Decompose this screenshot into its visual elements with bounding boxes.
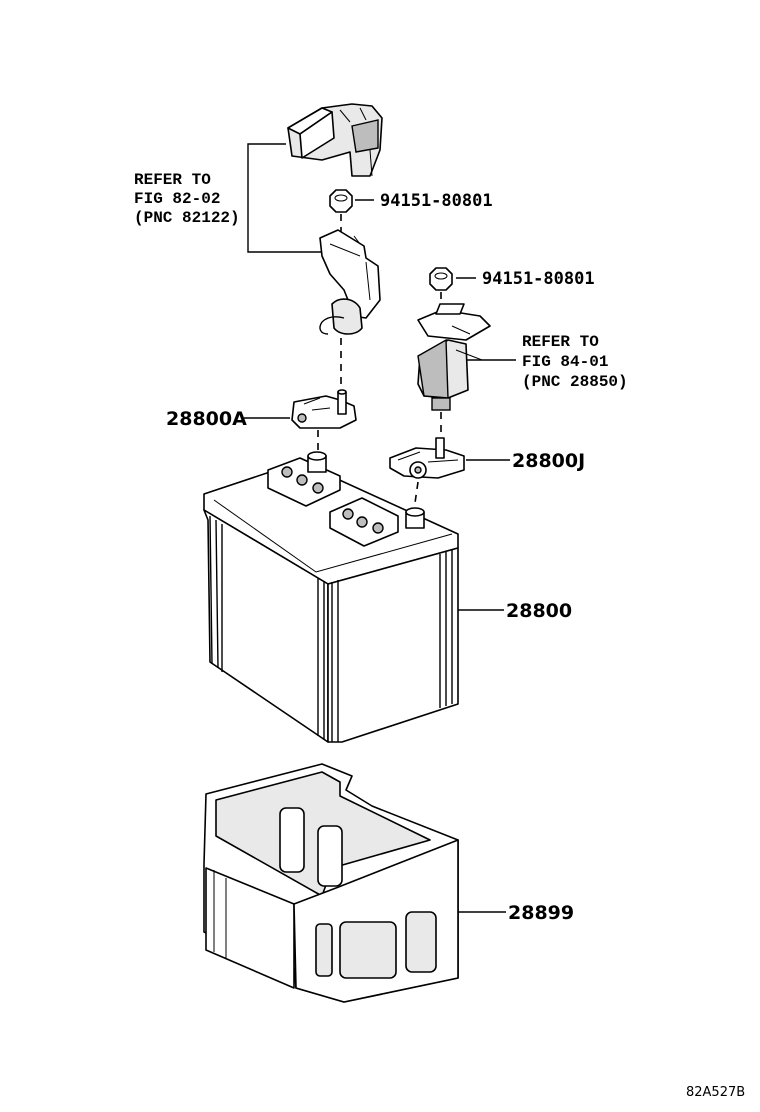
figure-code: 82A527B — [686, 1085, 745, 1100]
ref-fig84-line3: (PNC 28850) — [522, 373, 628, 391]
ref-fig82-line1: REFER TO — [134, 171, 211, 189]
ref-fig84-line2: FIG 84-01 — [522, 353, 608, 371]
label-nut-upper: 94151-80801 — [380, 191, 493, 211]
negative-cable-end — [319, 229, 381, 335]
nut-upper — [329, 189, 353, 213]
terminal-clamp-positive — [389, 437, 465, 479]
nut-lower — [429, 267, 453, 291]
ref-fig84-line1: REFER TO — [522, 333, 599, 351]
battery-tray — [203, 763, 459, 1003]
ref-fig82-line2: FIG 82-02 — [134, 190, 220, 208]
label-battery: 28800 — [506, 600, 572, 622]
terminal-clamp-negative — [291, 389, 357, 429]
ref-fig82-line3: (PNC 82122) — [134, 209, 240, 227]
label-terminal-positive: 28800J — [512, 450, 585, 472]
label-terminal-negative: 28800A — [166, 408, 247, 430]
battery — [203, 451, 459, 743]
battery-current-sensor — [287, 103, 383, 177]
fusible-link-block — [417, 303, 491, 411]
label-nut-lower: 94151-80801 — [482, 269, 595, 289]
label-battery-tray: 28899 — [508, 902, 574, 924]
